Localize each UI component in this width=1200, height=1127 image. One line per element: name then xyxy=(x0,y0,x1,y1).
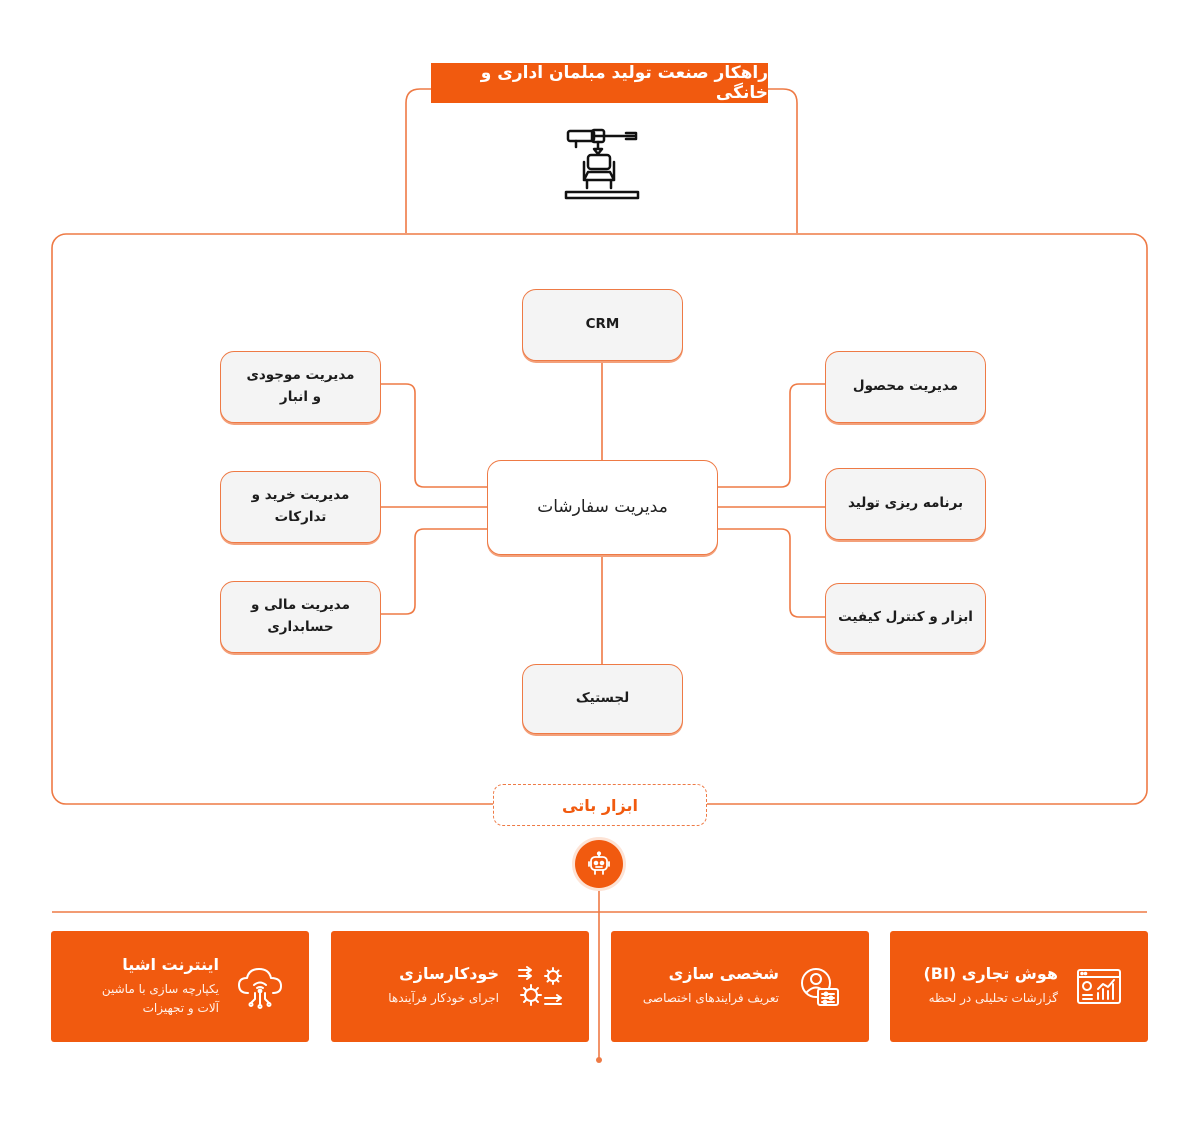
module-inventory-line-2: و انبار xyxy=(279,389,322,405)
module-inventory-line-1: مدیریت موجودی xyxy=(246,367,355,384)
furniture-production-machine-icon xyxy=(560,122,642,204)
solution-title: راهکار صنعت تولید مبلمان اداری و خانگی xyxy=(431,63,768,103)
card-personalization-subtitle: تعریف فرایندهای اختصاصی xyxy=(642,991,779,1006)
card-bi-subtitle: گزارشات تحلیلی در لحظه xyxy=(928,991,1058,1006)
card-personalization-title: شخصی سازی xyxy=(668,964,779,984)
card-business-intelligence[interactable]: هوش تجاری (BI) گزارشات تحلیلی در لحظه xyxy=(890,931,1148,1042)
bati-tools-label: ابزار باتی xyxy=(493,784,707,826)
robot-icon xyxy=(575,840,623,888)
module-purchase-line-1: مدیریت خرید و xyxy=(251,487,350,504)
card-personalization[interactable]: شخصی سازی تعریف فرایندهای اختصاصی xyxy=(611,931,869,1042)
module-purchase-line-2: تدارکات xyxy=(274,509,327,525)
card-automation-title: خودکارسازی xyxy=(399,964,499,984)
user-settings-icon xyxy=(793,960,847,1014)
module-product[interactable]: مدیریت محصول xyxy=(825,351,986,423)
module-crm[interactable]: CRM xyxy=(522,289,683,361)
card-iot[interactable]: اینترنت اشیا یکپارچه سازی با ماشین آلات … xyxy=(51,931,309,1042)
gears-icon xyxy=(513,960,567,1014)
card-automation[interactable]: خودکارسازی اجرای خودکار فرآیندها xyxy=(331,931,589,1042)
dashboard-chart-icon xyxy=(1072,960,1126,1014)
module-production-planning[interactable]: برنامه ریزی تولید xyxy=(825,468,986,540)
card-automation-subtitle: اجرای خودکار فرآیندها xyxy=(388,991,499,1006)
module-purchase[interactable]: مدیریت خرید و تدارکات xyxy=(220,471,381,543)
iot-cloud-icon xyxy=(233,960,287,1014)
module-order-management[interactable]: مدیریت سفارشات xyxy=(487,460,718,555)
card-iot-subtitle-line-1: یکپارچه سازی با ماشین xyxy=(101,981,219,996)
module-finance[interactable]: مدیریت مالی و حسابداری xyxy=(220,581,381,653)
module-inventory[interactable]: مدیریت موجودی و انبار xyxy=(220,351,381,423)
module-logistics[interactable]: لجستیک xyxy=(522,664,683,734)
card-iot-title: اینترنت اشیا xyxy=(122,954,219,974)
module-finance-line-1: مدیریت مالی و xyxy=(251,597,350,614)
module-quality-control[interactable]: ابزار و کنترل کیفیت xyxy=(825,583,986,653)
card-iot-subtitle-line-2: آلات و تجهیزات xyxy=(142,1001,219,1015)
module-finance-line-2: حسابداری xyxy=(267,619,334,635)
card-bi-title: هوش تجاری (BI) xyxy=(923,964,1058,984)
